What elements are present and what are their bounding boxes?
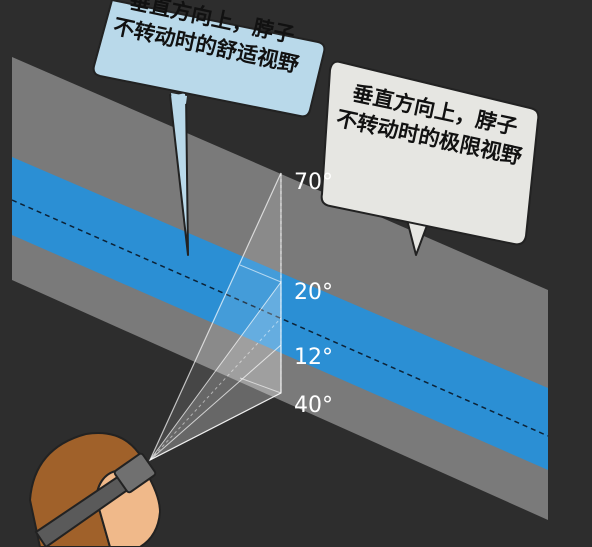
vision-depth-edge — [239, 264, 282, 283]
vision-ray-center — [149, 317, 282, 461]
angle-label-40: 40° — [294, 393, 333, 418]
vision-depth-edge-bottom — [239, 377, 282, 394]
comfort-band — [12, 157, 548, 470]
callout-comfort-bubble — [92, 0, 326, 256]
viewer-head — [28, 432, 162, 547]
angle-label-20: 20° — [294, 280, 333, 305]
callout-limit-bubble — [320, 60, 540, 256]
vision-ray-12 — [149, 344, 282, 461]
angle-label-70: 70° — [294, 170, 333, 195]
headset-visor — [113, 452, 157, 494]
sight-line-dashed — [11, 199, 549, 437]
angle-label-12: 12° — [294, 345, 333, 370]
